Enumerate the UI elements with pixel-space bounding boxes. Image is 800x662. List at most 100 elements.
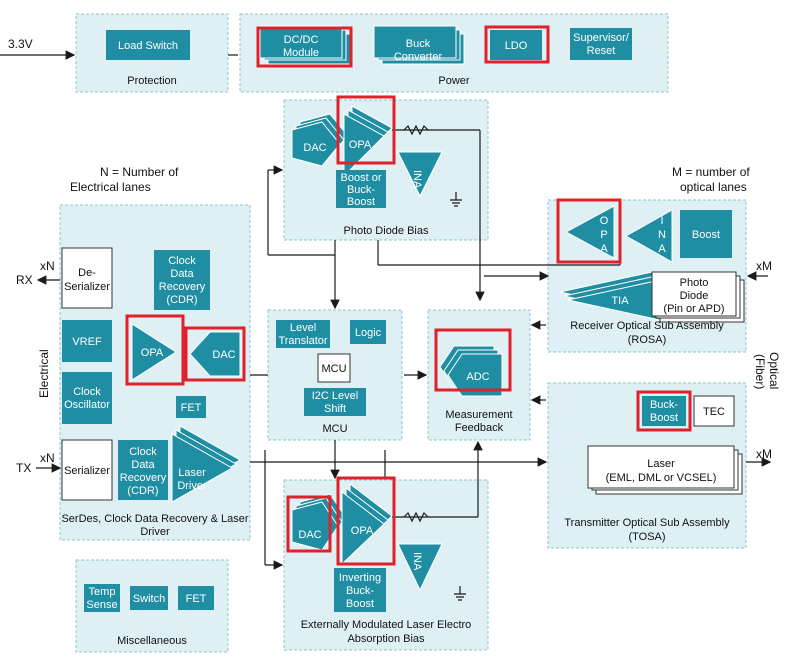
rx-label: RX [16,273,33,287]
photo-dac-block: DAC [291,113,349,167]
laser-driver-block: Laser Driver [171,425,242,503]
rosa-title-line1: Receiver Optical Sub Assembly [570,320,724,332]
vref-label: VREF [72,336,102,348]
input-voltage-label: 3.3V [8,37,33,51]
clock-osc-label-1: Clock [73,386,101,398]
eml-opa-block: OPA [341,482,393,566]
photo-diode-label-3: (Pin or APD) [663,303,724,315]
level-translator-label-2: Translator [278,335,327,347]
cdr-rx-label-2: Data [170,268,194,280]
cdr-rx-label-3: Recovery [159,281,206,293]
inverting-label-2: Buck- [346,585,374,597]
serdes-dac-highlight [184,326,246,382]
tosa-buck-boost-label-2: Boost [650,412,678,424]
serdes-dac-block: DAC [189,331,241,377]
adc-highlight [434,328,512,392]
mcu-chip-label: MCU [321,363,346,375]
eml-resistor [403,511,429,523]
cdr-rx-label-1: Clock [168,255,196,267]
electrical-label: Electrical [37,349,51,398]
photo-ground-symbol [450,192,462,207]
photo-dac-label: DAC [303,142,326,154]
photo-boost-label-2: Buck- [347,184,375,196]
rosa-ina-label-2: N [658,229,666,241]
cdr-tx-label-4: (CDR) [127,485,158,497]
supervisor-label-2: Reset [587,45,616,57]
serdes-title-line1: SerDes, Clock Data Recovery & Laser [61,513,248,525]
logic-block [350,320,386,344]
eml-opa-highlight [336,476,396,566]
deserializer-label-1: De- [78,267,96,279]
wires [0,50,772,570]
photo-opa-label: OPA [349,139,372,151]
note-m-line2: optical lanes [680,180,747,194]
serdes-opa-block: OPA [131,323,177,381]
rosa-ina-label-3: A [658,243,666,255]
photo-opa-block: OPA [343,105,393,178]
misc-title: Miscellaneous [117,635,187,647]
logic-label: Logic [355,327,382,339]
power-title: Power [438,75,470,87]
tosa-title-line2: (TOSA) [628,531,665,543]
load-switch-block [106,30,190,60]
buck-label-1: Buck [406,38,431,50]
supervisor-block [570,28,632,60]
mcu-title: MCU [322,423,347,435]
measurement-title-line2: Feedback [455,422,504,434]
photo-resistor [403,124,429,136]
supervisor-label-1: Supervisor/ [573,32,630,44]
tia-label: TIA [611,295,629,307]
photo-diode-label-2: Diode [680,290,709,302]
xn-rx-label: xN [40,259,55,273]
photo-diode-label-1: Photo [680,277,709,289]
rosa-opa-block: O P A [564,205,615,259]
cdr-tx-label-3: Recovery [120,472,167,484]
serdes-fet-label: FET [181,402,202,414]
rosa-boost-label: Boost [692,229,720,241]
protection-title: Protection [127,75,177,87]
rosa-opa-label-2: P [600,229,607,241]
xm-tx-label: xM [756,447,772,461]
load-switch-label: Load Switch [118,40,178,52]
laser-driver-label-2: Driver [177,480,207,492]
laser-label-1: Laser [647,458,675,470]
deserializer-label-2: Serializer [64,281,110,293]
eml-opa-label: OPA [351,525,374,537]
i2c-label-1: I2C Level [312,390,358,402]
photo-boost-label-1: Boost or [341,172,382,184]
misc-switch-block [130,586,168,610]
eml-dac-label: DAC [298,529,321,541]
deserializer-block [61,247,113,309]
serializer-label: Serializer [64,465,110,477]
serdes-dac-label: DAC [212,349,235,361]
misc-fet-block [178,586,214,610]
eml-title-line2: Absorption Bias [347,633,425,645]
tosa-title-line1: Transmitter Optical Sub Assembly [564,517,730,529]
optical-label-line1: Optical [767,352,781,389]
rosa-opa-highlight [556,198,622,264]
photo-boost-label-3: Boost [347,196,375,208]
misc-switch-label: Switch [133,593,165,605]
laser-label-2: (EML, DML or VCSEL) [606,472,717,484]
tec-block [693,395,735,427]
eml-title-line1: Externally Modulated Laser Electro [301,619,472,631]
inverting-buck-boost-block [334,568,386,612]
ldo-highlight [484,25,550,64]
tec-label: TEC [703,406,725,418]
dcdc-label-1: DC/DC [284,34,319,46]
serdes-opa-highlight [125,314,185,386]
inverting-label-3: Boost [346,598,374,610]
serdes-opa-label: OPA [141,347,164,359]
photo-bias-title: Photo Diode Bias [344,225,429,237]
clock-oscillator-block [62,372,112,424]
cdr-tx-label-2: Data [131,459,155,471]
i2c-label-2: Shift [324,403,346,415]
photo-boost-block [336,170,386,208]
tosa-buck-boost-highlight [636,390,692,432]
eml-dac-highlight [286,495,332,553]
rosa-title-line2: (ROSA) [628,334,667,346]
xm-rx-label: xM [756,259,772,273]
clock-osc-label-2: Oscillator [64,399,110,411]
photo-opa-highlight [336,95,396,165]
cdr-rx-label-4: (CDR) [166,294,197,306]
